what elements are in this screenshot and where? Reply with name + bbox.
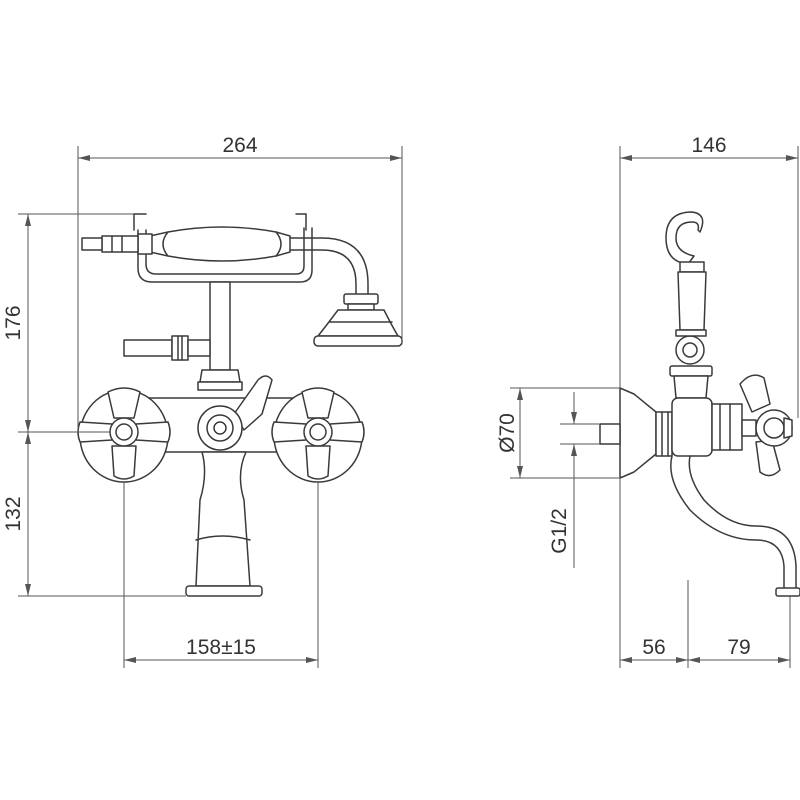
dim-flange-diameter [510,387,620,479]
dim-axis-to-spout-label: 79 [727,636,750,659]
dim-overall-width-label: 264 [222,134,257,157]
dim-handle-spacing-label: 158±15 [186,636,256,659]
shower-head [289,237,403,347]
dim-overall-width [77,146,403,432]
dim-bottom-depths [619,478,791,668]
right-cross-handle [271,387,365,480]
side-cross-handle [739,374,793,477]
side-view: 146 Ø70 G1/2 [496,134,800,668]
dim-overall-depth-label: 146 [691,134,726,157]
spout-front [185,451,263,597]
handset-handle [81,226,291,262]
dim-lower-height-label: 132 [2,496,25,531]
dim-overall-depth [619,146,799,418]
side-wall-flange [599,387,673,479]
dim-flange-diameter-label: Ø70 [496,413,519,453]
shower-hook [665,211,713,399]
dim-upper-height [18,213,134,433]
dim-lower-height [18,432,186,597]
dim-upper-height-label: 176 [2,305,25,340]
front-view: 264 176 132 158±15 [2,134,403,668]
cradle-stem [197,281,243,391]
side-body [671,397,757,457]
dim-wall-to-axis-label: 56 [642,636,665,659]
dim-handle-spacing [123,482,319,668]
side-spout [670,455,800,597]
side-outlet [123,335,211,361]
dim-thread-label: G1/2 [548,508,571,554]
dim-thread [560,392,600,568]
